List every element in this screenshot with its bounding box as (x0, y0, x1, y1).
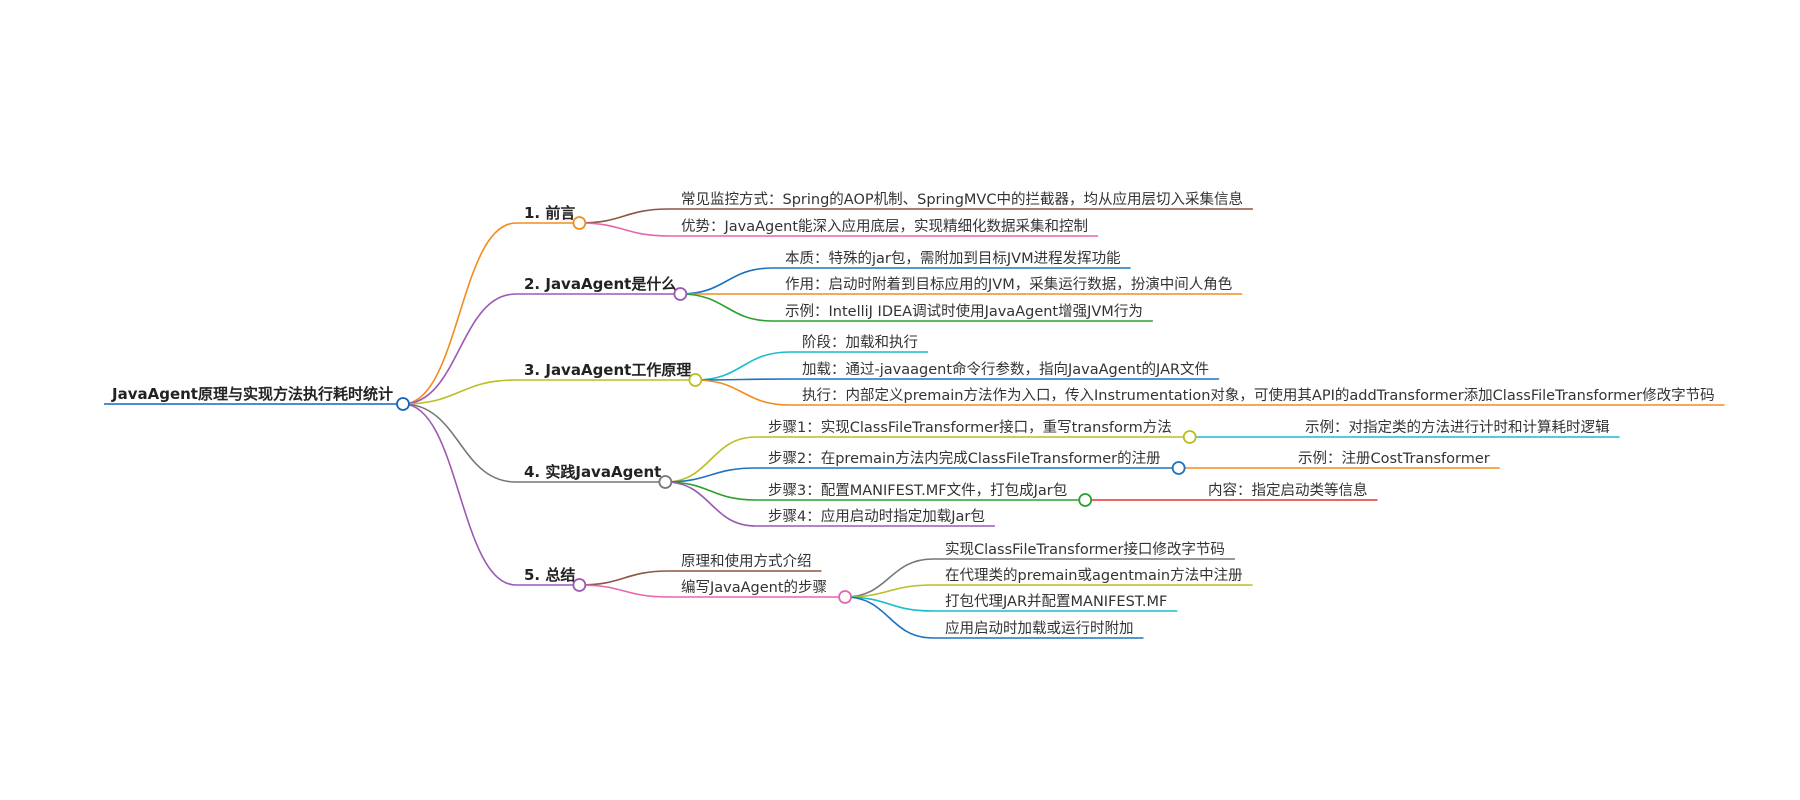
subtopic-step-4[interactable]: 步骤4：应用启动时指定加载Jar包 (768, 507, 985, 525)
branch-connector (402, 293, 517, 405)
node-toggle[interactable] (1078, 493, 1093, 507)
detail-connector (845, 596, 934, 639)
leaf-connector (665, 481, 757, 501)
node-toggle[interactable] (688, 373, 703, 387)
leaf-connector (665, 436, 757, 483)
leaf-connector (680, 293, 774, 322)
detail-connector (845, 558, 934, 598)
subtopic-step-3[interactable]: 步骤3：配置MANIFEST.MF文件，打包成Jar包 (768, 482, 1067, 499)
subtopic-phases[interactable]: 阶段：加载和执行 (802, 334, 918, 351)
topic-practice[interactable]: 4. 实践JavaAgent (524, 463, 661, 481)
subtopic-loading[interactable]: 加载：通过-javaagent命令行参数，指向JavaAgent的JAR文件 (802, 360, 1209, 378)
detail-load-or-attach[interactable]: 应用启动时加载或运行时附加 (945, 619, 1134, 637)
subtopic-essence[interactable]: 本质：特殊的jar包，需附加到目标JVM进程发挥功能 (785, 250, 1121, 267)
branch-connector (402, 403, 517, 483)
detail-step-2-example[interactable]: 示例：注册CostTransformer (1298, 450, 1490, 467)
subtopic-common-monitoring[interactable]: 常见监控方式：Spring的AOP机制、SpringMVC中的拦截器，均从应用层… (681, 190, 1243, 208)
subtopic-step-2[interactable]: 步骤2：在premain方法内完成ClassFileTransformer的注册 (768, 450, 1161, 467)
detail-step-1-example[interactable]: 示例：对指定类的方法进行计时和计算耗时逻辑 (1305, 419, 1610, 436)
leaf-connector (695, 351, 791, 381)
subtopic-writing-steps[interactable]: 编写JavaAgent的步骤 (681, 579, 827, 596)
detail-package-jar[interactable]: 打包代理JAR并配置MANIFEST.MF (945, 593, 1167, 610)
leaf-connector (680, 267, 774, 295)
topic-summary[interactable]: 5. 总结 (524, 566, 575, 584)
node-toggle[interactable] (658, 475, 673, 489)
topic-working-principle[interactable]: 3. JavaAgent工作原理 (524, 361, 691, 379)
subtopic-example-idea[interactable]: 示例：IntelliJ IDEA调试时使用JavaAgent增强JVM行为 (785, 303, 1143, 320)
leaf-connector (665, 467, 757, 483)
subtopic-principle-usage[interactable]: 原理和使用方式介绍 (681, 553, 812, 570)
detail-step-3-content[interactable]: 内容：指定启动类等信息 (1208, 481, 1368, 499)
node-circle-layer (396, 216, 1197, 604)
detail-register-premain[interactable]: 在代理类的premain或agentmain方法中注册 (945, 567, 1243, 584)
detail-implement-transformer[interactable]: 实现ClassFileTransformer接口修改字节码 (945, 541, 1225, 558)
branch-connector (402, 222, 517, 405)
leaf-connector (579, 222, 670, 237)
branch-connector (402, 403, 517, 586)
node-toggle[interactable] (838, 590, 852, 604)
connector-layer (402, 208, 934, 639)
node-toggle[interactable] (572, 216, 587, 230)
leaf-connector (579, 570, 670, 586)
topic-what-is-javaagent[interactable]: 2. JavaAgent是什么 (524, 275, 676, 293)
subtopic-execution[interactable]: 执行：内部定义premain方法作为入口，传入Instrumentation对象… (802, 387, 1715, 404)
label-layer: JavaAgent原理与实现方法执行耗时统计 1. 前言 常见监控方式：Spri… (111, 190, 1715, 637)
subtopic-role[interactable]: 作用：启动时附着到目标应用的JVM，采集运行数据，扮演中间人角色 (785, 275, 1232, 293)
node-toggle[interactable] (1171, 461, 1186, 475)
node-toggle[interactable] (1182, 430, 1197, 444)
leaf-connector (695, 379, 791, 406)
subtopic-step-1[interactable]: 步骤1：实现ClassFileTransformer接口，重写transform… (768, 419, 1172, 436)
root-topic[interactable]: JavaAgent原理与实现方法执行耗时统计 (111, 385, 393, 403)
subtopic-advantage[interactable]: 优势：JavaAgent能深入应用底层，实现精细化数据采集和控制 (681, 217, 1088, 235)
node-toggle[interactable] (673, 287, 688, 301)
node-toggle[interactable] (572, 578, 587, 592)
leaf-connector (579, 584, 670, 598)
branch-connector (402, 379, 517, 405)
leaf-connector (665, 481, 757, 527)
underline-layer (104, 208, 1725, 639)
topic-preface[interactable]: 1. 前言 (524, 204, 575, 222)
leaf-connector (579, 208, 670, 224)
node-toggle[interactable] (396, 397, 410, 411)
